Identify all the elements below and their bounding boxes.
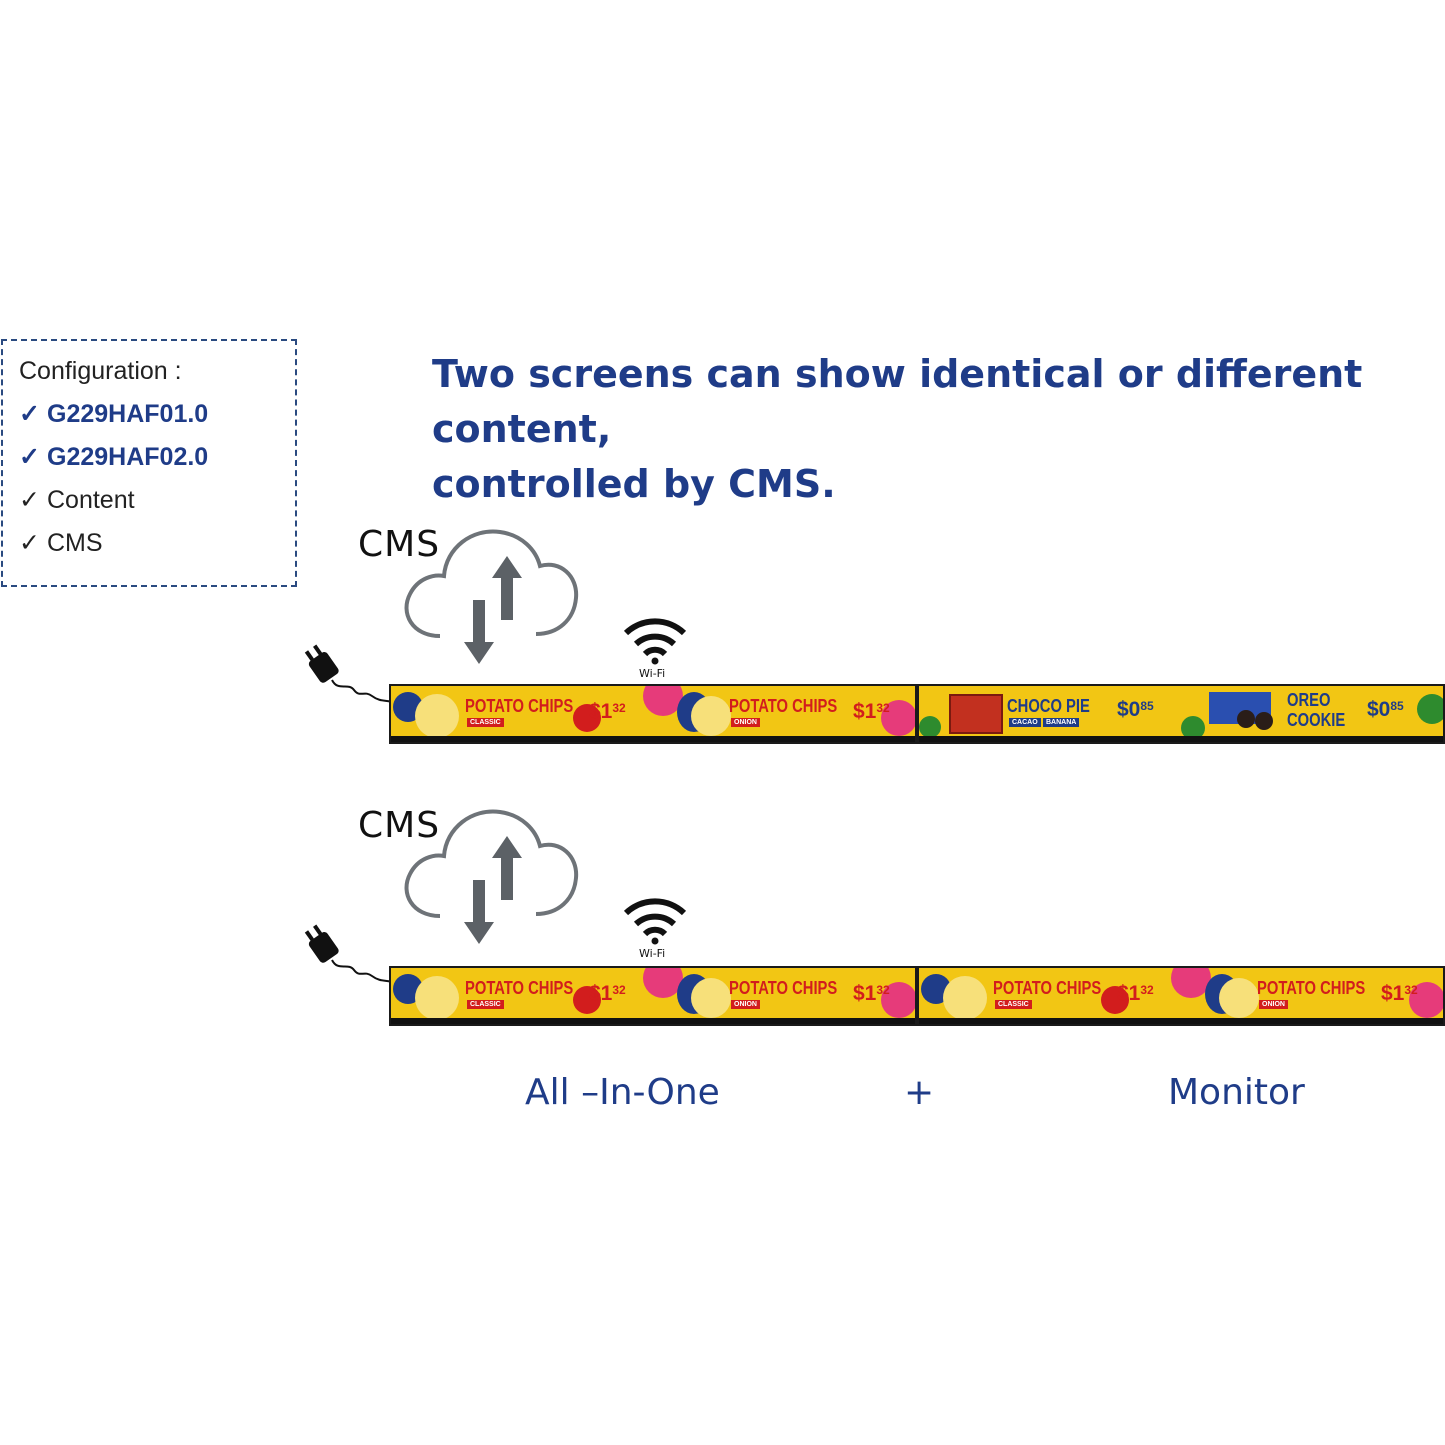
- config-item-content: ✓Content: [19, 486, 135, 514]
- wifi-label: Wi-Fi: [639, 667, 666, 680]
- all-in-one-label: All –In-One: [525, 1072, 720, 1113]
- cloud-sync-icon: [404, 809, 579, 944]
- all-in-one-screen-1: POTATO CHIPS CLASSIC $132 POTATO CHIPS O…: [389, 684, 917, 744]
- power-plug-icon: [304, 644, 393, 703]
- plus-sign: +: [904, 1072, 935, 1113]
- power-plug-icon: [304, 924, 393, 983]
- ad-potato-chips-classic: POTATO CHIPS CLASSIC $132: [993, 978, 1154, 1009]
- ad-potato-chips-onion: POTATO CHIPS ONION $132: [1257, 978, 1418, 1009]
- all-in-one-screen-2: POTATO CHIPS CLASSIC $132 POTATO CHIPS O…: [389, 966, 917, 1026]
- cloud-sync-icon: [404, 529, 579, 664]
- ad-potato-chips-onion: POTATO CHIPS ONION $132: [729, 978, 890, 1009]
- ad-potato-chips-classic: POTATO CHIPS CLASSIC $132: [465, 696, 626, 727]
- config-item-cms: ✓CMS: [19, 529, 103, 557]
- config-item-g229haf01: ✓G229HAF01.0: [19, 400, 209, 428]
- check-icon: ✓: [19, 443, 40, 471]
- monitor-screen-2: POTATO CHIPS CLASSIC $132 POTATO CHIPS O…: [917, 966, 1445, 1026]
- configuration-box: Configuration : ✓G229HAF01.0 ✓G229HAF02.…: [1, 339, 297, 587]
- choco-pie-package-image: [949, 694, 1003, 734]
- wifi-icon: [623, 618, 687, 665]
- headline-line-1: Two screens can show identical or differ…: [432, 352, 1363, 451]
- check-icon: ✓: [19, 529, 40, 557]
- monitor-label: Monitor: [1168, 1072, 1305, 1113]
- ad-choco-pie: CHOCO PIE CACAO BANANA $085: [1007, 696, 1154, 727]
- monitor-screen-1: CHOCO PIE CACAO BANANA $085 OREO COOKIE …: [917, 684, 1445, 744]
- ad-oreo-cookie: OREO COOKIE $085: [1287, 690, 1404, 730]
- ad-potato-chips-classic: POTATO CHIPS CLASSIC $132: [465, 978, 626, 1009]
- cms-label: CMS: [358, 524, 441, 565]
- configuration-title: Configuration :: [19, 357, 182, 385]
- headline: Two screens can show identical or differ…: [432, 347, 1432, 512]
- wifi-icon: [623, 898, 687, 945]
- wifi-label: Wi-Fi: [639, 947, 666, 960]
- config-item-g229haf02: ✓G229HAF02.0: [19, 443, 209, 471]
- check-icon: ✓: [19, 486, 40, 514]
- ad-potato-chips-onion: POTATO CHIPS ONION $132: [729, 696, 890, 727]
- cms-label: CMS: [358, 805, 441, 846]
- check-icon: ✓: [19, 400, 40, 428]
- headline-line-2: controlled by CMS.: [432, 462, 836, 506]
